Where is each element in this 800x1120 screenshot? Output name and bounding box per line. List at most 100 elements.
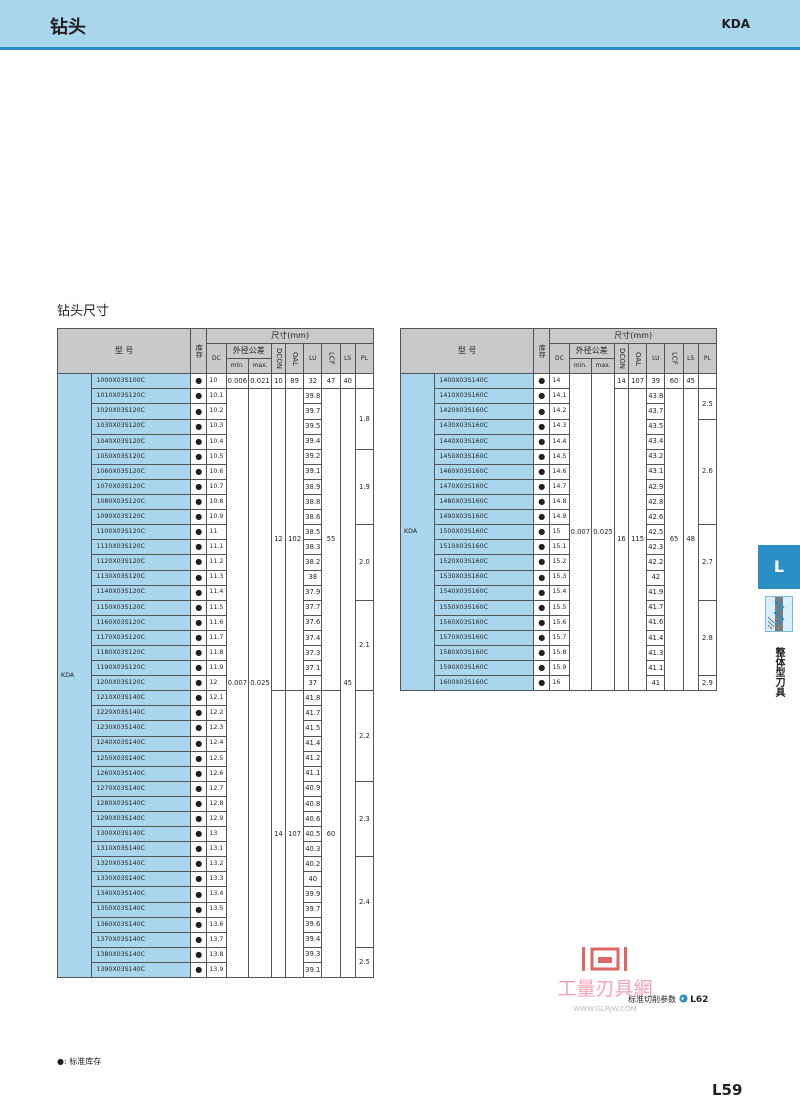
dc-cell: 11.3 xyxy=(206,569,227,586)
watermark-url: WWW.GLRJW.COM xyxy=(573,1005,636,1013)
oal-cell: 115 xyxy=(627,388,648,692)
lu-cell: 41.7 xyxy=(303,705,323,722)
lu-cell: 43.7 xyxy=(646,403,666,420)
header-dimensions: 尺寸(mm) xyxy=(206,327,374,345)
dc-cell: 12.6 xyxy=(206,765,227,782)
cutting-params-reference[interactable]: 标准切削参数 L62 xyxy=(628,994,708,1005)
stock-dot: ● xyxy=(533,433,551,450)
dc-cell: 13.3 xyxy=(206,871,227,888)
dc-cell: 13.8 xyxy=(206,946,227,963)
dc-cell: 11.2 xyxy=(206,554,227,571)
model-cell: 1420X03S160C xyxy=(434,403,535,420)
dc-cell: 10.4 xyxy=(206,433,227,450)
dc-cell: 13.2 xyxy=(206,856,227,873)
dc-cell: 10.9 xyxy=(206,509,227,526)
lcf-cell: 47 xyxy=(321,373,341,390)
header-lu: LU xyxy=(303,343,323,375)
model-cell: 1380X03S140C xyxy=(91,946,192,963)
dc-cell: 12.7 xyxy=(206,780,227,797)
lu-cell: 37 xyxy=(303,675,323,692)
tol-max-cell: 0.025 xyxy=(248,388,272,979)
model-cell: 1260X03S140C xyxy=(91,765,192,782)
model-cell: 1090X03S120C xyxy=(91,509,192,526)
header-dc: DC xyxy=(549,343,570,375)
model-cell: 1110X03S120C xyxy=(91,539,192,556)
watermark-logo: 工量刃具網 WWW.GLRJW.COM xyxy=(540,945,670,1015)
stock-dot: ● xyxy=(533,644,551,662)
dc-cell: 12 xyxy=(206,675,227,692)
model-cell: 1310X03S140C xyxy=(91,841,192,858)
dc-cell: 14.5 xyxy=(549,448,570,465)
lu-cell: 37.1 xyxy=(303,660,323,677)
stock-dot: ● xyxy=(190,795,208,813)
dc-cell: 15.9 xyxy=(549,660,570,677)
footnote: ●: 标准库存 xyxy=(57,1057,102,1066)
stock-dot: ● xyxy=(533,569,551,586)
stock-dot: ● xyxy=(533,660,551,677)
stock-dot: ● xyxy=(190,931,208,948)
model-cell: 1040X03S120C xyxy=(91,433,192,450)
stock-dot: ● xyxy=(190,584,208,601)
lcf-cell: 60 xyxy=(321,690,341,979)
model-cell: 1300X03S140C xyxy=(91,826,192,843)
lu-cell: 41 xyxy=(646,675,666,692)
dc-cell: 11.8 xyxy=(206,644,227,662)
lu-cell: 39.4 xyxy=(303,931,323,948)
lu-cell: 39 xyxy=(646,373,666,390)
dc-cell: 15.8 xyxy=(549,644,570,662)
reference-page[interactable]: L62 xyxy=(690,995,709,1005)
header-dcon: DCON xyxy=(613,343,630,375)
stock-dot: ● xyxy=(190,916,208,933)
stock-dot: ● xyxy=(190,644,208,662)
lu-cell: 41.3 xyxy=(646,644,666,662)
stock-dot: ● xyxy=(190,614,208,631)
lu-cell: 38 xyxy=(303,569,323,586)
dc-cell: 10.7 xyxy=(206,478,227,496)
tol-min-cell: 0.006 xyxy=(225,373,250,390)
watermark-text: 工量刃具網 xyxy=(557,978,652,1000)
dc-cell: 12.9 xyxy=(206,810,227,828)
dc-cell: 14 xyxy=(549,373,570,390)
stock-dot: ● xyxy=(533,539,551,556)
dc-cell: 11.5 xyxy=(206,599,227,616)
lu-cell: 41.1 xyxy=(303,765,323,782)
lu-cell: 42.2 xyxy=(646,554,666,571)
stock-dot: ● xyxy=(533,388,551,405)
lu-cell: 40.3 xyxy=(303,841,323,858)
header-tolerance: 外径公差 xyxy=(568,343,615,360)
header-dc: DC xyxy=(206,343,227,375)
dc-cell: 15.2 xyxy=(549,554,570,571)
lu-cell: 42.3 xyxy=(646,539,666,556)
header-lu: LU xyxy=(646,343,666,375)
dc-cell: 13.7 xyxy=(206,931,227,948)
lu-cell: 32 xyxy=(303,373,323,390)
dc-cell: 15 xyxy=(549,524,570,541)
page-header: 钻头 KDA xyxy=(0,0,800,50)
dc-cell: 10.8 xyxy=(206,494,227,511)
dcon-cell: 10 xyxy=(270,373,287,390)
dc-cell: 15.7 xyxy=(549,629,570,646)
pl-cell: 2.3 xyxy=(354,780,375,858)
header-oal: OAL xyxy=(627,343,648,375)
stock-dot: ● xyxy=(190,690,208,707)
stock-dot: ● xyxy=(190,675,208,692)
lu-cell: 37.7 xyxy=(303,599,323,616)
dc-cell: 12.5 xyxy=(206,750,227,767)
dc-cell: 13.6 xyxy=(206,916,227,933)
dc-cell: 12.3 xyxy=(206,720,227,737)
stock-dot: ● xyxy=(190,841,208,858)
dc-cell: 13.4 xyxy=(206,886,227,903)
stock-dot: ● xyxy=(533,629,551,646)
model-cell: 1250X03S140C xyxy=(91,750,192,767)
